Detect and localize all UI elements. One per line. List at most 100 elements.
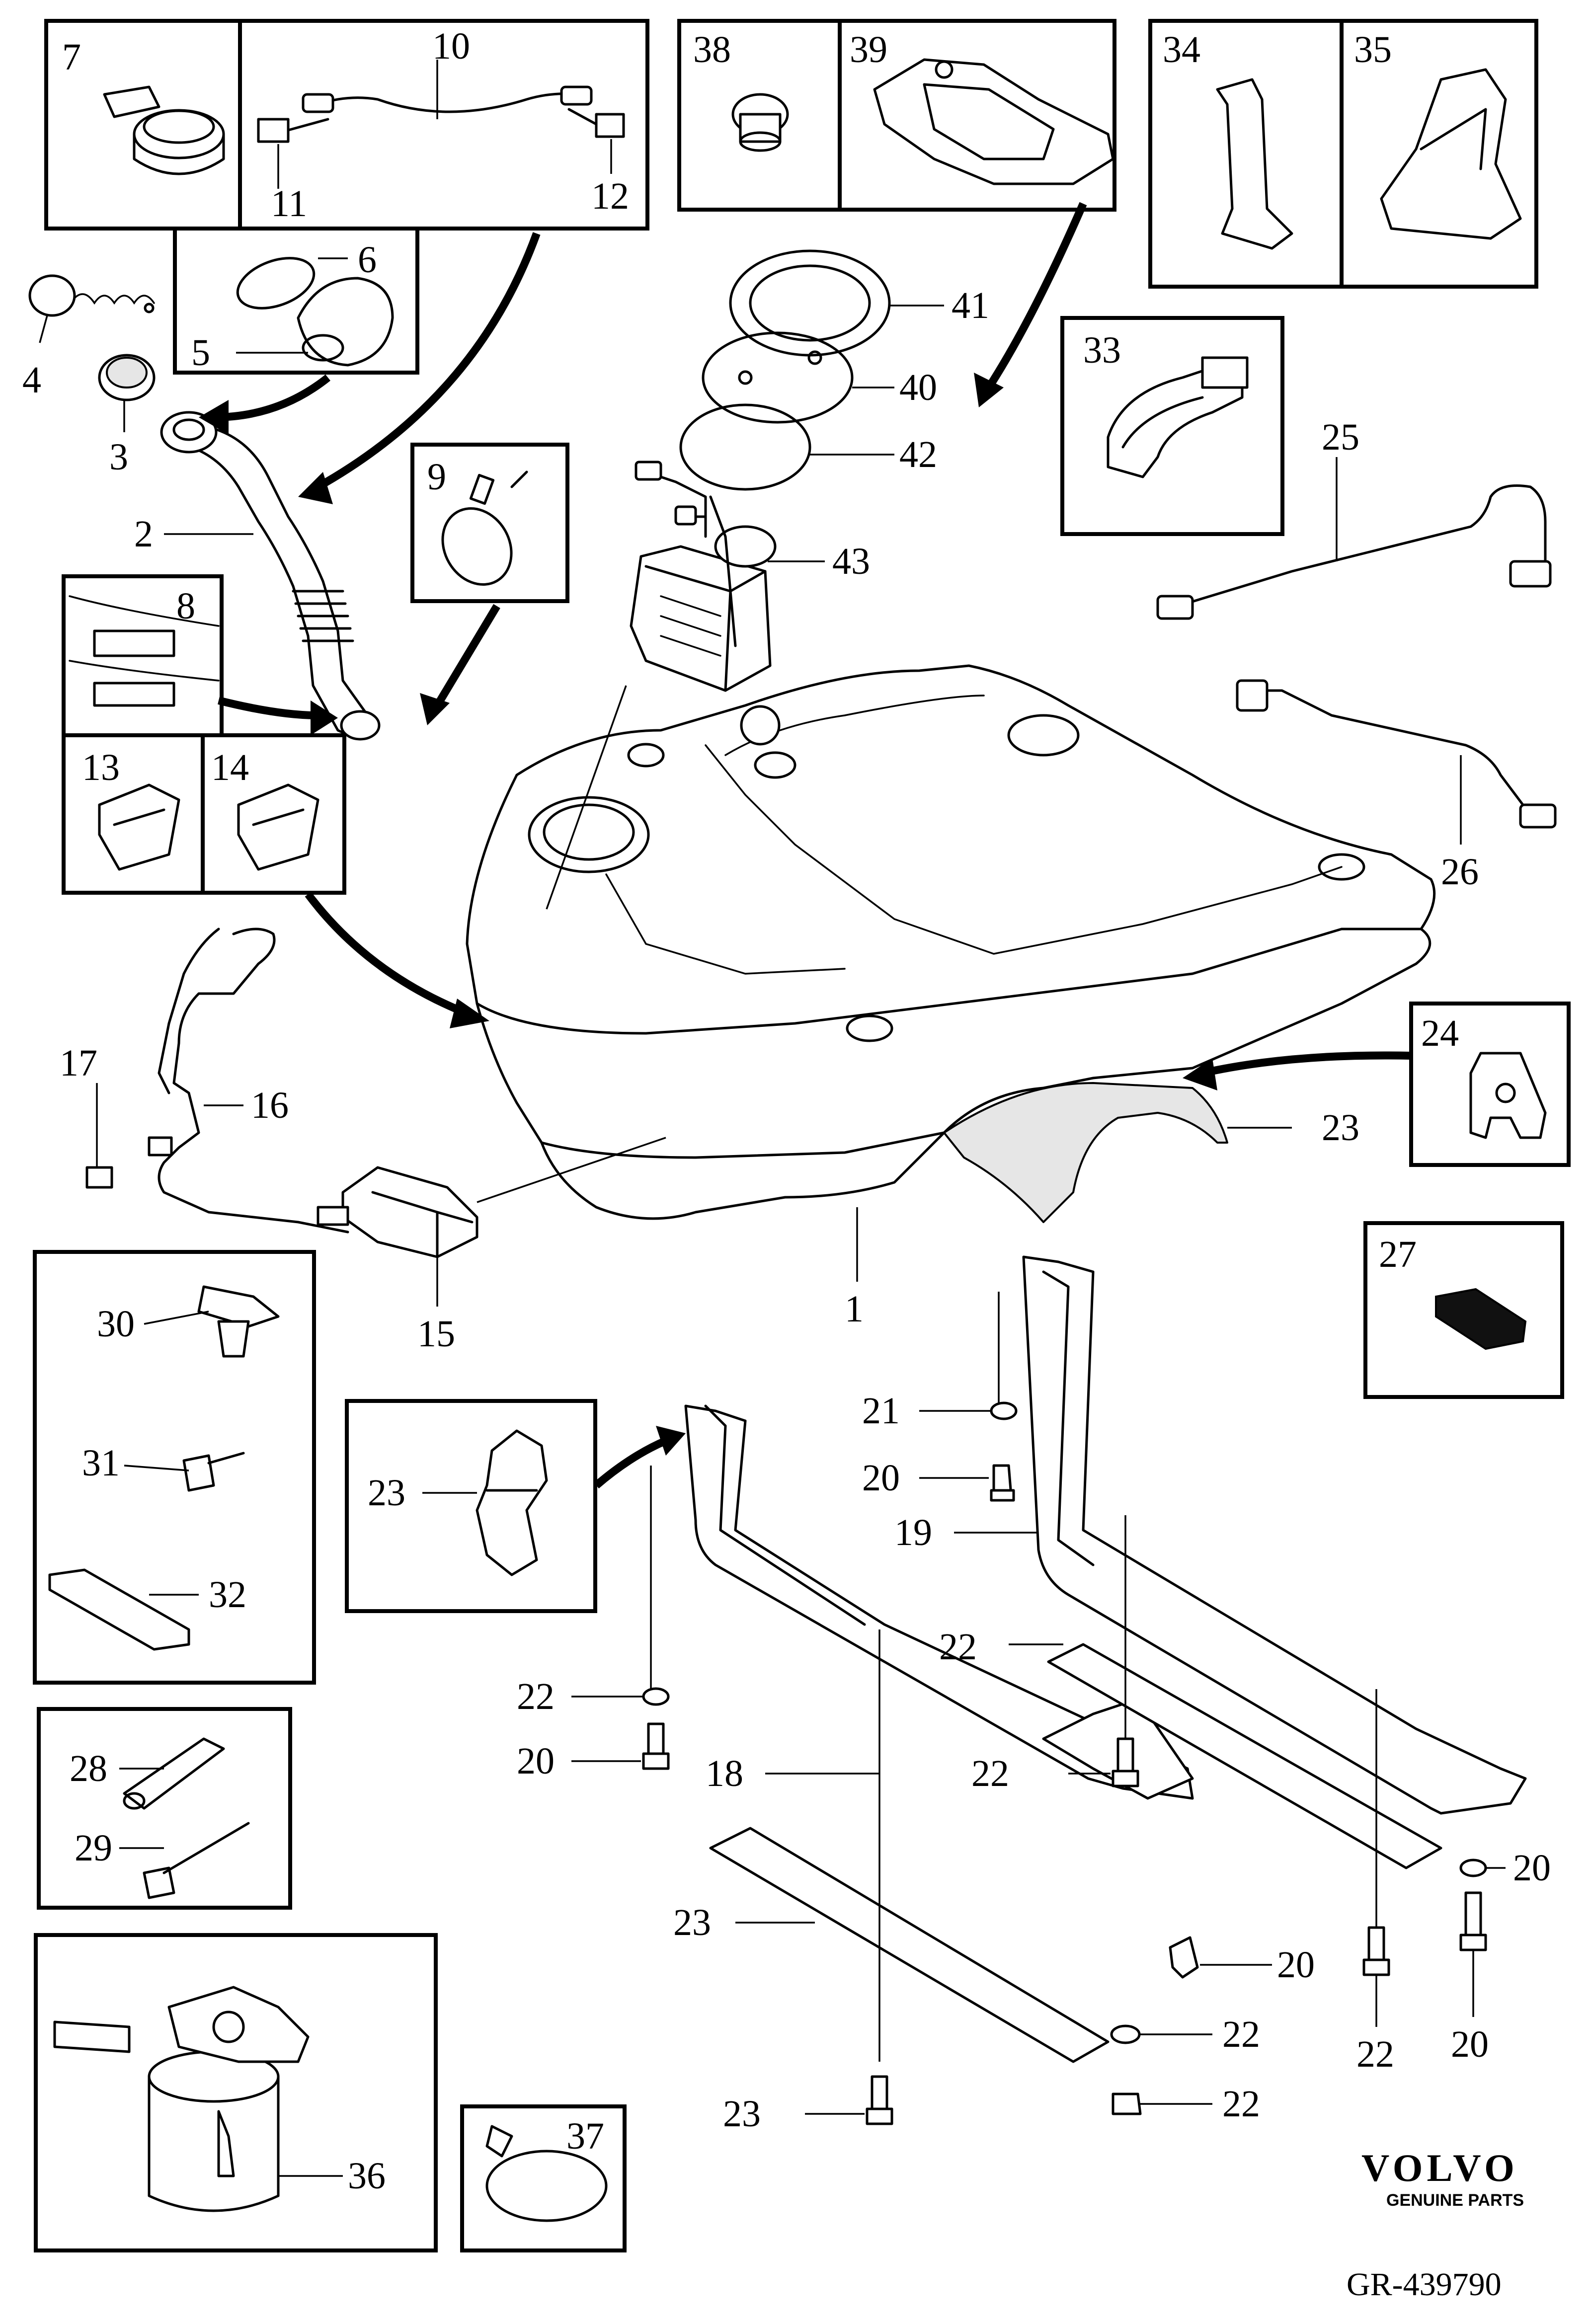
callout-4: 4 <box>22 359 41 401</box>
fastener-23-bolt-b[interactable] <box>1362 1926 1390 2027</box>
callout-5: 5 <box>191 332 210 374</box>
fastener-23-bolt-a[interactable] <box>1068 1737 1139 1787</box>
part-46-gasket[interactable] <box>702 331 894 424</box>
callout-32: 26 <box>1441 851 1479 893</box>
part-14-clip[interactable] <box>237 783 319 871</box>
part-32-fuel-line[interactable] <box>1236 679 1557 845</box>
callout-22c: 20 <box>1513 1847 1551 1889</box>
callout-30: 24 <box>1421 1012 1459 1054</box>
box-28: 23 <box>345 1399 597 1613</box>
assembly-arrows <box>199 202 1412 1489</box>
fastener-20-bolt-a[interactable] <box>919 1464 1015 1502</box>
fastener-25-washer[interactable] <box>1110 2024 1212 2044</box>
part-35-bolt[interactable] <box>143 1822 250 1899</box>
part-3-filler-cap[interactable] <box>98 354 156 432</box>
callout-23a: 22 <box>971 1753 1009 1794</box>
genuine-parts-text: GENUINE PARTS <box>1386 2191 1524 2210</box>
callout-29: 23 <box>1322 1107 1359 1149</box>
callout-20a: 20 <box>862 1457 900 1499</box>
fastener-20-bolt-c[interactable] <box>1459 1891 1487 2017</box>
callout-27: 23 <box>673 1902 711 1943</box>
callout-37: 31 <box>82 1442 120 1484</box>
part-6-o-ring[interactable] <box>231 248 320 317</box>
box-33: 27 <box>1363 1221 1564 1399</box>
brand-block: VOLVO GENUINE PARTS GR-439790 <box>1347 2146 1524 2303</box>
part-9-cable-tie[interactable] <box>429 470 528 597</box>
part-29-heat-shield[interactable] <box>943 1082 1292 1223</box>
callout-14: 14 <box>211 747 249 788</box>
fastener-24-nut[interactable] <box>1112 2092 1212 2115</box>
fastener-23-bolt-c[interactable] <box>805 2075 893 2125</box>
part-39-bracket[interactable] <box>1107 356 1249 478</box>
callout-16: 16 <box>251 1085 289 1126</box>
fastener-20-bolt-b[interactable] <box>571 1722 670 1770</box>
box-8-13-14: 8 13 14 <box>62 574 346 895</box>
callout-6: 6 <box>358 239 377 281</box>
callout-21: 20 <box>1277 1944 1315 1986</box>
part-47-lock-ring[interactable] <box>729 249 944 357</box>
box-30: 24 <box>1409 1002 1571 1167</box>
callout-19: 19 <box>894 1512 932 1553</box>
callout-24: 22 <box>1222 2083 1260 2125</box>
callout-44: 38 <box>693 29 731 71</box>
callout-36: 30 <box>97 1303 135 1345</box>
part-41-bracket[interactable] <box>1380 68 1522 240</box>
callout-18: 18 <box>706 1753 743 1794</box>
part-30-clip[interactable] <box>1469 1052 1547 1139</box>
box-43: 37 <box>460 2104 627 2252</box>
callout-31: 25 <box>1322 416 1359 458</box>
callout-23c: 23 <box>723 2093 761 2135</box>
box-5-6: 6 5 <box>173 227 419 375</box>
part-8-protective-sleeve[interactable] <box>69 595 220 707</box>
part-45-bracket[interactable] <box>873 58 1114 185</box>
callout-2: 2 <box>134 513 153 555</box>
part-28-clip[interactable] <box>476 1429 548 1576</box>
part-38-strip[interactable] <box>48 1568 190 1651</box>
part-44-plug[interactable] <box>731 93 789 152</box>
part-1-fuel-tank[interactable] <box>466 664 1436 1282</box>
part-42-fuel-filter[interactable] <box>53 1986 343 2212</box>
part-36-clip[interactable] <box>197 1285 280 1358</box>
callout-41: 35 <box>1354 29 1392 71</box>
part-37-bolt[interactable] <box>182 1452 245 1492</box>
fastener-22-washer-b[interactable] <box>571 1687 670 1706</box>
part-5-seal[interactable] <box>297 277 394 367</box>
part-10-ground-strap[interactable] <box>302 85 593 113</box>
callout-1: 1 <box>845 1288 864 1330</box>
callout-11: 11 <box>271 183 307 225</box>
part-15-control-module[interactable] <box>317 1137 666 1307</box>
box-34-35: 28 29 <box>37 1707 292 1910</box>
part-26-insulation-strip[interactable] <box>1009 1643 1442 1869</box>
fastener-22-washer-a[interactable] <box>919 1401 1018 1420</box>
part-4-cap-strap[interactable] <box>28 274 155 343</box>
callout-47: 41 <box>952 285 989 326</box>
part-33-pad[interactable] <box>1435 1288 1527 1350</box>
callout-8: 8 <box>176 585 195 627</box>
part-2-filler-pipe[interactable] <box>160 411 381 741</box>
part-12-screw[interactable] <box>567 108 625 138</box>
fastener-22-washer-c[interactable] <box>1459 1859 1506 1877</box>
part-13-clip[interactable] <box>98 783 180 871</box>
part-16-wiring-harness[interactable] <box>148 928 349 1234</box>
part-11-screw[interactable] <box>257 118 329 143</box>
part-17-connector[interactable] <box>85 1083 113 1189</box>
callout-13: 13 <box>82 747 120 788</box>
fastener-21-clip[interactable] <box>1169 1936 1272 1979</box>
callout-40: 34 <box>1163 29 1200 71</box>
callout-7: 7 <box>62 36 81 78</box>
part-34-sleeve[interactable] <box>123 1737 225 1810</box>
callout-15: 15 <box>417 1313 455 1355</box>
part-7-hose-clamp[interactable] <box>103 85 225 175</box>
part-31-fuel-line[interactable] <box>1156 457 1552 620</box>
callout-33: 27 <box>1379 1234 1417 1275</box>
part-48-seal[interactable] <box>679 403 894 491</box>
part-27-insulation-strip[interactable] <box>709 1827 1110 2063</box>
part-49-fuel-pump[interactable] <box>630 461 825 692</box>
callout-22b: 22 <box>517 1676 555 1717</box>
pump-to-tank-line <box>546 685 627 910</box>
callout-20c: 20 <box>1451 2023 1489 2065</box>
box-42: 36 <box>34 1933 438 2252</box>
part-40-bracket[interactable] <box>1216 78 1293 250</box>
part-19-tank-strap[interactable] <box>954 1255 1527 1815</box>
part-43-clamp[interactable] <box>485 2125 608 2222</box>
